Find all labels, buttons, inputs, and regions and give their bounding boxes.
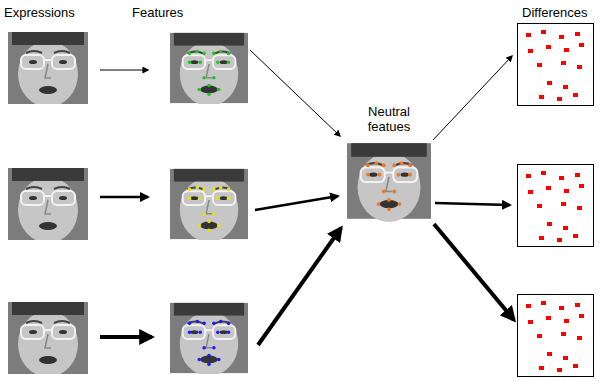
column-heading: Expressions [4,5,75,20]
column-heading: Features [132,5,183,20]
column-heading: Differences [522,5,588,20]
neutral-face: Neutral featues [340,104,438,222]
face-image [347,140,431,222]
node-heading: Neutral featues [359,104,419,134]
